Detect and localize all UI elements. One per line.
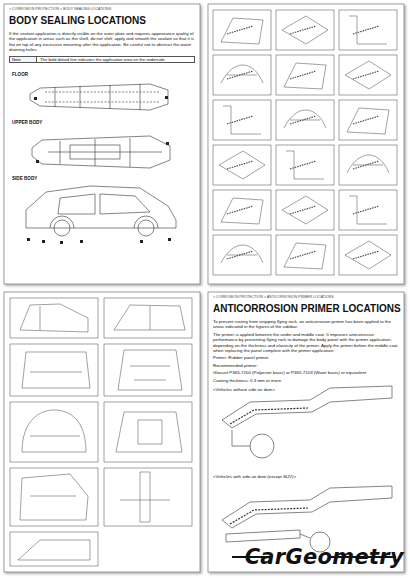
body-text: The primer is applied between the under … (213, 332, 399, 354)
body-text: Coating thickness: 0.3 mm or more (213, 378, 399, 383)
figure-caption: <Vehicles without side air dam> (213, 387, 275, 392)
section-label: SIDE BODY (12, 176, 37, 181)
page-text-block: ANTICORROSION PRIMER LOCATIONS To prevent… (213, 303, 399, 385)
figure-caption: <Vehicles with side air dam (except SUV)… (213, 474, 296, 479)
body-text: Recommended primer: (213, 363, 399, 368)
note-box: NoteThe bold dotted line indicates the a… (9, 56, 195, 63)
body-text: If the sealant application is directly v… (9, 31, 195, 53)
page-title: BODY SEALING LOCATIONS (9, 15, 195, 27)
body-text: Note (10, 57, 37, 62)
section-label: UPPER BODY (12, 120, 42, 125)
page-header: > CORROSION PROTECTION > ANTICORROSION P… (213, 295, 334, 299)
body-text: Glasurit P365-7200 (Polyester basis) or … (213, 370, 399, 375)
page-title: ANTICORROSION PRIMER LOCATIONS (213, 303, 399, 315)
section-label: FLOOR (12, 72, 28, 77)
watermark: CarGeometry (245, 545, 404, 569)
body-text: The bold dotted line indicates the appli… (37, 57, 194, 62)
body-text: Primer: Rubber panel primer (213, 355, 399, 360)
page-header: > CORROSION PROTECTION > BODY SEALING LO… (9, 7, 111, 11)
body-text: To prevent rusting from stripping flying… (213, 319, 399, 330)
page-text-block: BODY SEALING LOCATIONS If the sealant app… (9, 15, 195, 63)
